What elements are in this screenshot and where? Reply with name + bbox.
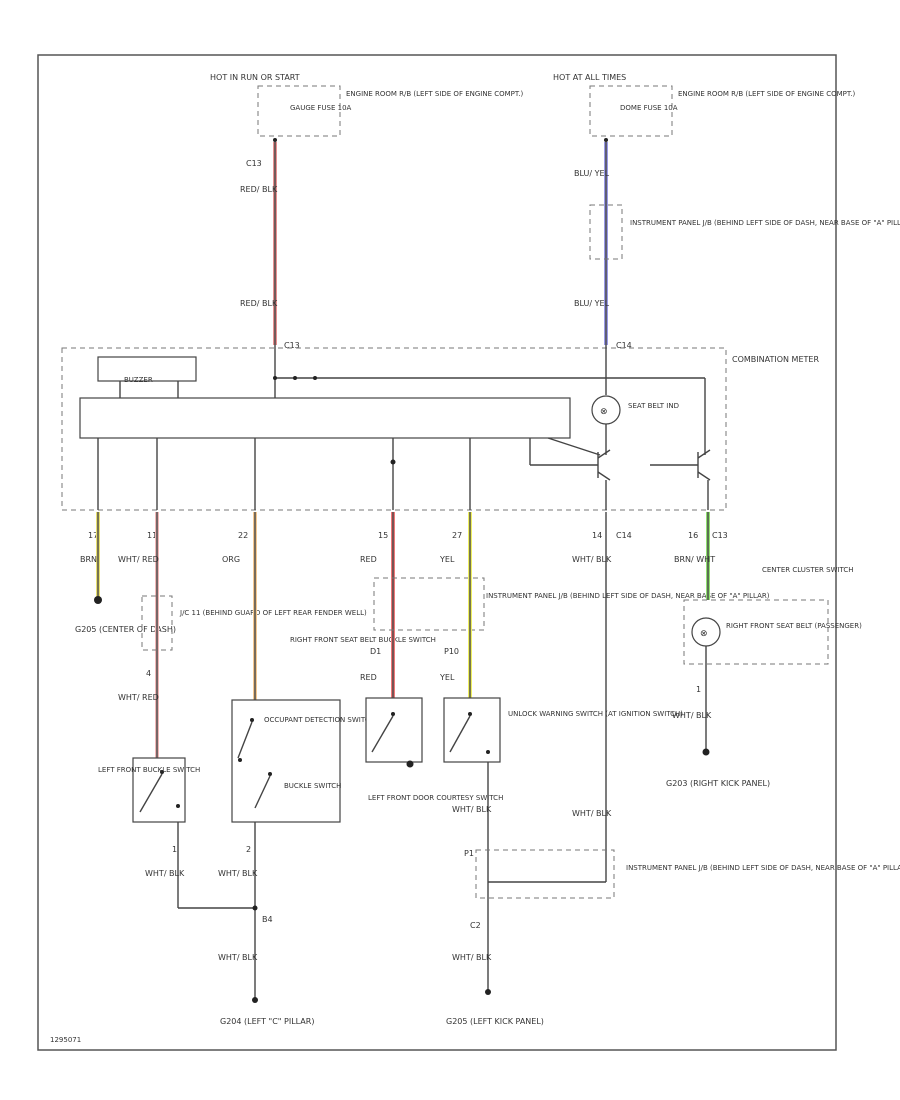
svg-text:⊗: ⊗ <box>700 629 708 639</box>
pin-4: 4 <box>146 669 151 678</box>
wire-label-wht-red-2: WHT/ RED <box>118 693 159 702</box>
pin-c14-top: C14 <box>616 341 632 350</box>
seat-belt-ind-label: SEAT BELT IND <box>628 402 679 410</box>
left-front-buckle-switch <box>132 757 186 823</box>
unlock-warning-switch <box>443 697 501 763</box>
wire-label-org: ORG <box>222 555 240 564</box>
pin-1-left: 1 <box>172 845 177 854</box>
wire-label-red-2: RED <box>360 673 377 682</box>
hot-at-all-times-label: HOT AT ALL TIMES <box>553 73 626 82</box>
ground-left-kick-panel: G205 (LEFT KICK PANEL) <box>446 1017 544 1026</box>
fuse-right-location: ENGINE ROOM R/B (LEFT SIDE OF ENGINE COM… <box>678 90 856 98</box>
pin-c14: C14 <box>616 531 632 540</box>
combination-meter-box <box>61 347 727 511</box>
panel-jb-middle-label: INSTRUMENT PANEL J/B (BEHIND LEFT SIDE O… <box>486 592 770 600</box>
panel-jb-middle <box>373 577 485 631</box>
wire-label-red-blk-2: RED/ BLK <box>240 299 278 308</box>
fuse-box-right <box>589 85 673 137</box>
occupant-detection-label: OCCUPANT DETECTION SWITCH <box>264 716 375 724</box>
pin-b4: B4 <box>262 915 273 924</box>
pin-14: 14 <box>592 531 602 540</box>
pin-27: 27 <box>452 531 462 540</box>
diagram-id: 1295071 <box>50 1036 81 1044</box>
pin-1-right: 1 <box>696 685 701 694</box>
wire-label-wht-blk-6: WHT/ BLK <box>572 555 612 564</box>
fuse-right-terminal <box>604 138 608 142</box>
pin-22: 22 <box>238 531 248 540</box>
wire-label-red-1: RED <box>360 555 377 564</box>
wire-label-blu-yel-1: BLU/ YEL <box>574 169 610 178</box>
panel-jb-top <box>589 204 623 260</box>
wire-label-brn-wht: BRN/ WHT <box>674 555 715 564</box>
panel-jb-bottom <box>475 849 615 899</box>
fuse-left-label: GAUGE FUSE 10A <box>290 104 352 112</box>
fuse-box-left <box>257 85 341 137</box>
pin-c2: C2 <box>470 921 481 930</box>
pin-c13-top: C13 <box>246 159 262 168</box>
pin-p10: P10 <box>444 647 459 656</box>
right-seat-ind-label: RIGHT FRONT SEAT BELT (PASSENGER) <box>726 622 862 630</box>
meter-logic-module <box>79 397 571 439</box>
ground-right-kick-panel: G203 (RIGHT KICK PANEL) <box>666 779 770 788</box>
left-buckle-label: LEFT FRONT BUCKLE SWITCH <box>98 766 200 774</box>
wire-label-red-blk-1: RED/ BLK <box>240 185 278 194</box>
buzzer-label: BUZZER <box>124 376 153 384</box>
panel-jb-top-label: INSTRUMENT PANEL J/B (BEHIND LEFT SIDE O… <box>630 219 900 227</box>
right-seat-buckle-label: RIGHT FRONT SEAT BELT BUCKLE SWITCH <box>290 636 436 644</box>
fuse-right-label: DOME FUSE 10A <box>620 104 678 112</box>
pin-p1: P1 <box>464 849 474 858</box>
wire-label-wht-blk-8: WHT/ BLK <box>672 711 712 720</box>
wire-label-blu-yel-2: BLU/ YEL <box>574 299 610 308</box>
door-courtesy-label: LEFT FRONT DOOR COURTESY SWITCH <box>368 794 503 802</box>
buckle-switch-label: BUCKLE SWITCH <box>284 782 341 790</box>
center-cluster-label: CENTER CLUSTER SWITCH <box>762 566 854 574</box>
jc11-label: J/C 11 (BEHIND GUARD OF LEFT REAR FENDER… <box>179 609 367 617</box>
fuse-left-location: ENGINE ROOM R/B (LEFT SIDE OF ENGINE COM… <box>346 90 524 98</box>
door-courtesy-switch <box>365 697 423 763</box>
wire-label-brn: BRN <box>80 555 97 564</box>
pin-d1: D1 <box>370 647 381 656</box>
wire-label-wht-blk-5: WHT/ BLK <box>452 953 492 962</box>
wire-label-wht-blk-4: WHT/ BLK <box>452 805 492 814</box>
pin-2: 2 <box>246 845 251 854</box>
ground-left-c-pillar: G204 (LEFT "C" PILLAR) <box>220 1017 314 1026</box>
jc11-box <box>141 595 173 651</box>
wire-label-wht-blk-3: WHT/ BLK <box>218 953 258 962</box>
pin-15: 15 <box>378 531 388 540</box>
wire-label-wht-blk-2: WHT/ BLK <box>218 869 258 878</box>
pin-17: 17 <box>88 531 98 540</box>
wire-label-wht-red-1: WHT/ RED <box>118 555 159 564</box>
pin-16: 16 <box>688 531 698 540</box>
fuse-left-terminal <box>273 138 277 142</box>
buzzer-box <box>97 356 197 382</box>
panel-jb-bottom-label: INSTRUMENT PANEL J/B (BEHIND LEFT SIDE O… <box>626 864 900 872</box>
wire-label-wht-blk-7: WHT/ BLK <box>572 809 612 818</box>
pin-c13-bottom: C13 <box>712 531 728 540</box>
ground-center-dash: G205 (CENTER OF DASH) <box>75 625 176 634</box>
hot-in-run-label: HOT IN RUN OR START <box>210 73 300 82</box>
pin-c13: C13 <box>284 341 300 350</box>
diagram-border <box>37 54 837 1051</box>
combination-meter-label: COMBINATION METER <box>732 355 819 364</box>
svg-text:⊗: ⊗ <box>600 407 608 417</box>
right-seat-belt-buckle-switch <box>231 699 341 823</box>
center-cluster-switch <box>683 599 829 665</box>
wire-label-wht-blk-1: WHT/ BLK <box>145 869 185 878</box>
wire-label-yel-1: YEL <box>439 555 455 564</box>
pin-11: 11 <box>147 531 157 540</box>
unlock-warning-label: UNLOCK WARNING SWITCH (AT IGNITION SWITC… <box>508 710 683 718</box>
wire-label-yel-2: YEL <box>439 673 455 682</box>
